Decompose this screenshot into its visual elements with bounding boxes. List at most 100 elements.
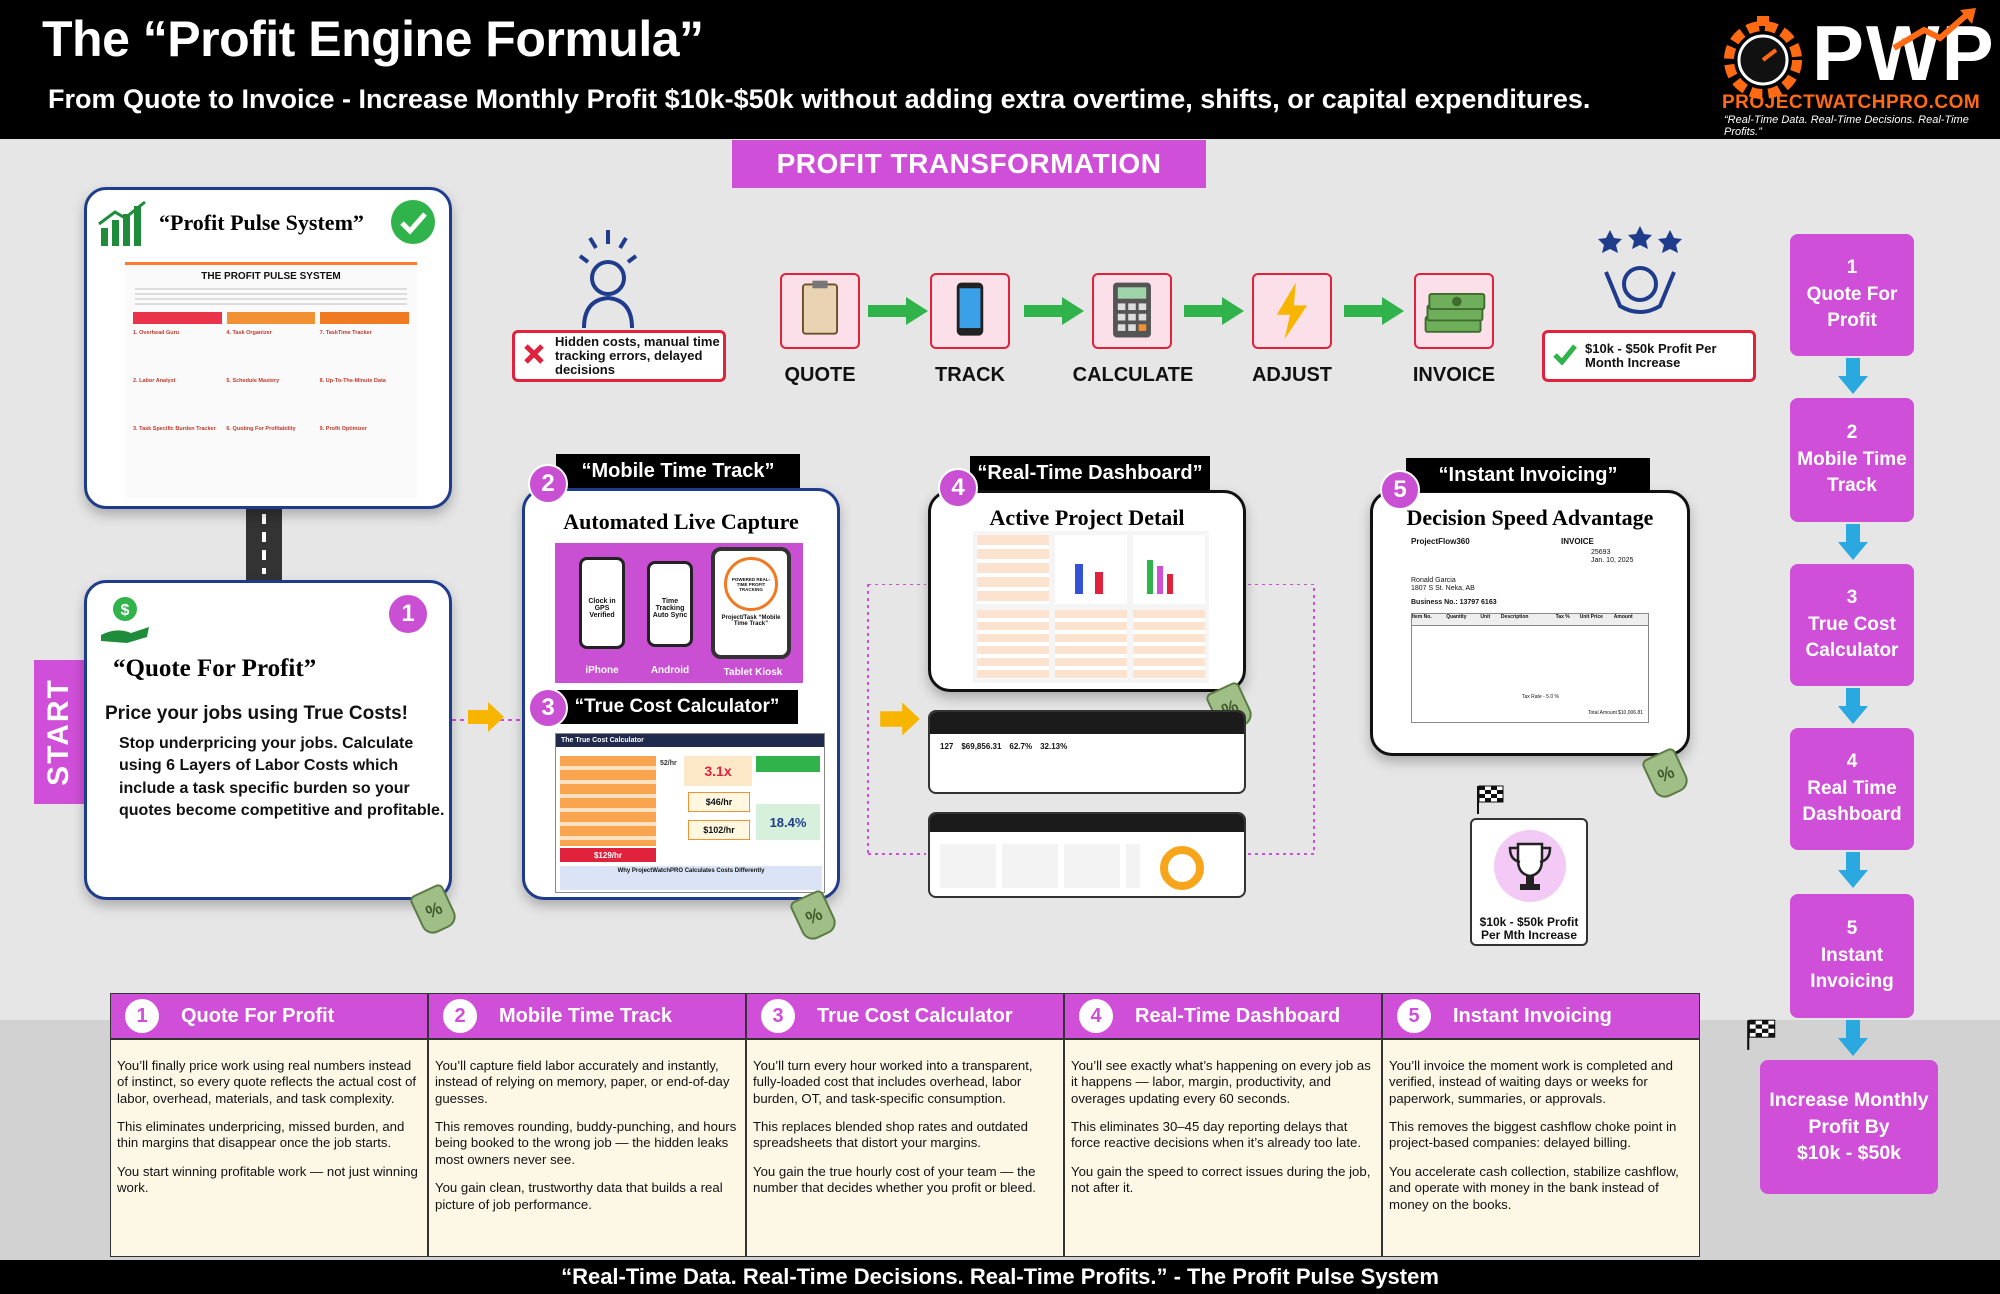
column-paragraph: You gain the true hourly cost of your te… bbox=[753, 1163, 1036, 1196]
green-arrow-icon bbox=[1344, 297, 1404, 325]
side-step-quote: 1 Quote For Profit bbox=[1790, 234, 1914, 356]
celebrating-person-icon bbox=[1598, 226, 1682, 314]
column-title: True Cost Calculator bbox=[817, 1004, 1013, 1027]
rate-1: 52/hr bbox=[660, 760, 677, 767]
yellow-arrow-icon bbox=[468, 702, 504, 732]
kpi-value: 127 bbox=[940, 742, 954, 751]
dashboard-screen-3 bbox=[928, 812, 1246, 898]
invoice-number: 25693 bbox=[1591, 549, 1611, 556]
doc-section: 2. Labor Analyst bbox=[133, 378, 176, 384]
road-connector bbox=[246, 508, 282, 580]
profit-header bbox=[756, 756, 820, 772]
panel-bar-chart-2 bbox=[1133, 535, 1205, 604]
column-paragraph: You gain the speed to correct issues dur… bbox=[1071, 1163, 1371, 1196]
profit-pulse-document: THE PROFIT PULSE SYSTEM 1. Overhead Guru… bbox=[125, 262, 417, 498]
logo-wordmark: PWP bbox=[1812, 9, 1996, 97]
invoice-col: Quantity bbox=[1446, 614, 1467, 620]
calculator-icon bbox=[1113, 282, 1151, 338]
header-bar bbox=[0, 0, 2000, 139]
panel-table-4 bbox=[1133, 610, 1205, 679]
flow-box-adjust bbox=[1252, 273, 1332, 349]
rate-3: $102/hr bbox=[688, 820, 750, 840]
invoice-col: Unit bbox=[1480, 614, 1491, 620]
flow-label-invoice: INVOICE bbox=[1412, 364, 1496, 386]
invoice-business-no: Business No.: 13797 6163 bbox=[1411, 599, 1497, 606]
doc-section: 9. Profit Optimizer bbox=[319, 426, 368, 432]
margin-value: 18.4% bbox=[756, 804, 820, 840]
quote-card-lead: Price your jobs using True Costs! bbox=[105, 703, 409, 724]
instant-invoicing-card: Decision Speed Advantage ProjectFlow360 … bbox=[1370, 490, 1690, 756]
pain-point-text: Hidden costs, manual time tracking error… bbox=[555, 334, 720, 378]
flow-label-track: TRACK bbox=[935, 364, 1005, 386]
side-step-mobile: 2 Mobile Time Track bbox=[1790, 398, 1914, 522]
column-paragraph: This removes rounding, buddy-punching, a… bbox=[435, 1119, 737, 1167]
step-number-badge: 1 bbox=[387, 593, 429, 635]
sheet-title: The True Cost Calculator bbox=[556, 734, 824, 747]
column-number: 2 bbox=[443, 999, 477, 1033]
blue-down-arrow-icon bbox=[1838, 524, 1868, 560]
logo-url[interactable]: PROJECTWATCHPRO.COM bbox=[1722, 92, 1981, 113]
column-body-4: You’ll see exactly what’s happening on e… bbox=[1064, 1039, 1382, 1257]
gain-point-box: $10k - $50k Profit Per Month Increase bbox=[1542, 330, 1756, 382]
dashboard-preview bbox=[973, 531, 1209, 683]
checkered-flag-icon bbox=[1747, 1019, 1776, 1050]
column-header-2: 2 Mobile Time Track bbox=[428, 993, 746, 1039]
cost-layers bbox=[560, 756, 656, 846]
panel-table-2 bbox=[977, 610, 1049, 679]
page-subtitle: From Quote to Invoice - Increase Monthly… bbox=[48, 84, 1591, 114]
column-paragraph: This eliminates underpricing, missed bur… bbox=[117, 1119, 405, 1151]
gain-point-text: $10k - $50k Profit Per Month Increase bbox=[1585, 341, 1717, 371]
iphone-caption: Clock in GPS Verified bbox=[588, 598, 616, 619]
green-arrow-icon bbox=[868, 297, 928, 325]
side-step-dashboard: 4 Real Time Dashboard bbox=[1790, 728, 1914, 850]
footer-tagline: “Real-Time Data. Real-Time Decisions. Re… bbox=[0, 1260, 2000, 1294]
money-hand-icon: $ bbox=[101, 597, 149, 643]
true-cost-sheet: The True Cost Calculator 52/hr 3.1x $46/… bbox=[555, 733, 825, 893]
trophy-circle bbox=[1494, 830, 1566, 902]
column-paragraph: You start winning profitable work — not … bbox=[117, 1163, 418, 1196]
blue-down-arrow-icon bbox=[1838, 358, 1868, 394]
dashboard-card-title: Active Project Detail bbox=[989, 505, 1185, 530]
instant-invoicing-label: “Instant Invoicing” bbox=[1406, 458, 1650, 492]
invoice-sold-to: Ronald Garcia bbox=[1411, 577, 1456, 584]
tablet-mockup: POWERED REAL-TIME PROFIT TRACKING Projec… bbox=[711, 547, 791, 659]
start-label: START bbox=[42, 678, 76, 786]
device-name-iphone: iPhone bbox=[585, 665, 619, 676]
mobile-card-title: Automated Live Capture bbox=[563, 509, 799, 534]
multiplier-value: 3.1x bbox=[684, 756, 752, 786]
tablet-caption: Project/Task “Mobile Time Track” bbox=[721, 615, 781, 627]
side-step-calculator: 3 True Cost Calculator bbox=[1790, 564, 1914, 686]
invoice-brand: ProjectFlow360 bbox=[1411, 537, 1470, 546]
page-title: The “Profit Engine Formula” bbox=[42, 11, 704, 67]
column-paragraph: This removes the biggest cashflow choke … bbox=[1389, 1119, 1677, 1151]
column-paragraph: This eliminates 30–45 day reporting dela… bbox=[1071, 1119, 1362, 1151]
green-arrow-icon bbox=[1024, 297, 1084, 325]
checkered-flag-icon bbox=[1477, 785, 1504, 814]
doc-section: 8. Up-To-The-Minute Data bbox=[319, 378, 386, 384]
device-name-android: Android bbox=[650, 665, 690, 676]
invoice-col: Tax % bbox=[1555, 614, 1570, 620]
column-number: 5 bbox=[1397, 999, 1431, 1033]
column-paragraph: You gain clean, trustworthy data that bu… bbox=[435, 1180, 723, 1212]
powered-badge: POWERED REAL-TIME PROFIT TRACKING bbox=[724, 557, 778, 611]
lightning-icon bbox=[1276, 282, 1308, 340]
invoice-heading: INVOICE bbox=[1561, 537, 1594, 546]
step-number-badge: 4 bbox=[938, 468, 978, 508]
column-paragraph: You’ll finally price work using real num… bbox=[117, 1058, 417, 1106]
green-check-icon bbox=[1553, 344, 1577, 365]
blue-down-arrow-icon bbox=[1838, 1020, 1868, 1056]
document-title: THE PROFIT PULSE SYSTEM bbox=[201, 271, 341, 282]
yellow-arrow-icon bbox=[880, 702, 920, 736]
android-caption: Time Tracking Auto Sync bbox=[652, 598, 688, 619]
kpi-row bbox=[940, 844, 1140, 888]
flow-box-invoice bbox=[1414, 273, 1494, 349]
flow-label-quote: QUOTE bbox=[784, 364, 856, 386]
profit-pulse-card: “Profit Pulse System” THE PROFIT PULSE S… bbox=[84, 187, 452, 509]
growth-chart-icon bbox=[98, 200, 146, 246]
dashboard-screen-2: 127 $69,856.31 62.7% 32.13% bbox=[928, 710, 1246, 794]
doc-section: 6. Quoting For Profitability bbox=[226, 426, 296, 432]
column-body-1: You’ll finally price work using real num… bbox=[110, 1039, 428, 1257]
column-paragraph: This replaces blended shop rates and out… bbox=[753, 1119, 1028, 1151]
pain-point-box: Hidden costs, manual time tracking error… bbox=[512, 330, 726, 382]
phase-header-3 bbox=[320, 312, 410, 324]
